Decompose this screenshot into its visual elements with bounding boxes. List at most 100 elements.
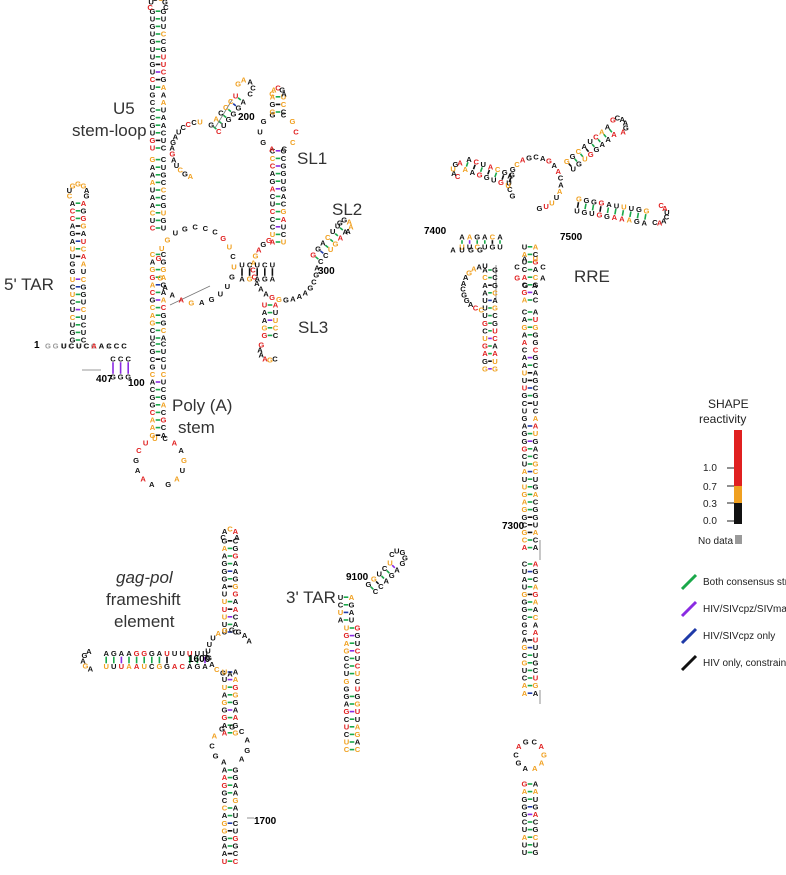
nucleotide: U	[281, 92, 287, 101]
nucleotide: G	[157, 274, 163, 283]
nucleotide: U	[257, 127, 263, 136]
nucleotide: C	[161, 303, 167, 312]
nucleotide: G	[150, 60, 156, 69]
nucleotide: U	[533, 674, 539, 683]
nucleotide: A	[134, 662, 140, 671]
nucleotide: G	[150, 318, 156, 327]
nucleotide: C	[533, 296, 539, 305]
nucleotide: A	[209, 660, 215, 669]
nucleotide: A	[281, 215, 287, 224]
nucleotide: G	[533, 338, 539, 347]
nucleotide: U	[222, 857, 228, 866]
nucleotide: G	[229, 626, 235, 635]
nucleotide: C	[482, 326, 488, 335]
nucleotide: G	[533, 391, 539, 400]
base-pair	[568, 163, 572, 167]
legend-tick-0-7: 0.7	[703, 482, 717, 493]
nucleotide: U	[70, 305, 76, 314]
nucleotide: C	[161, 68, 167, 77]
nucleotide: U	[150, 144, 156, 153]
nucleotide: U	[270, 230, 276, 239]
nucleotide: C	[533, 273, 539, 282]
nucleotide: C	[514, 160, 520, 169]
nucleotide: G	[161, 7, 167, 16]
base-pair	[324, 244, 329, 249]
nucleotide: C	[161, 370, 167, 379]
nucleotide: A	[522, 361, 528, 370]
nucleotide: A	[657, 219, 663, 228]
nucleotide: G	[267, 356, 273, 365]
nucleotide: U	[554, 193, 560, 202]
base-pair	[386, 570, 390, 574]
nucleotide: A	[119, 649, 125, 658]
nucleotide: U	[233, 811, 239, 820]
nucleotide: C	[281, 111, 287, 120]
nucleotide: C	[150, 208, 156, 217]
nucleotide: U	[492, 326, 498, 335]
nucleotide: G	[165, 236, 171, 245]
nucleotide: C	[150, 250, 156, 259]
nucleotide: G	[150, 393, 156, 402]
nucleotide: G	[233, 544, 239, 553]
nucleotide: U	[522, 848, 528, 857]
nucleotide: G	[344, 631, 350, 640]
position-1600: 1600	[188, 654, 211, 665]
position-200: 200	[238, 112, 255, 123]
base-pair	[232, 102, 237, 107]
nucleotide: G	[482, 342, 488, 351]
nucleotide: C	[522, 308, 528, 317]
nucleotide: A	[178, 296, 184, 305]
nucleotide: A	[661, 217, 667, 226]
nucleotide: U	[222, 675, 228, 684]
nucleotide: G	[262, 275, 268, 284]
nucleotide: U	[210, 634, 216, 643]
nucleotide: C	[150, 106, 156, 115]
nucleotide: A	[492, 349, 498, 358]
nucleotide: U	[281, 177, 287, 186]
nucleotide: G	[182, 169, 188, 178]
nucleotide: U	[570, 164, 576, 173]
nucleotide: G	[591, 197, 597, 206]
nucleotide: G	[533, 376, 539, 385]
nucleotide: A	[290, 295, 296, 304]
nucleotide: U	[143, 438, 149, 447]
nucleotide: U	[262, 301, 268, 310]
nucleotide: G	[283, 296, 289, 305]
nucleotide: C	[212, 228, 218, 237]
nucleotide: G	[533, 825, 539, 834]
nucleotide: A	[466, 155, 472, 164]
nucleotide: G	[522, 490, 528, 499]
nucleotide: G	[281, 146, 287, 155]
nucleotide: G	[162, 0, 168, 7]
nucleotide: C	[293, 127, 299, 136]
nucleotide: A	[242, 631, 248, 640]
nucleotide: G	[261, 117, 267, 126]
nucleotide: U	[153, 0, 159, 3]
nucleotide: G	[222, 713, 228, 722]
nucleotide: G	[213, 751, 219, 760]
nucleotide: A	[355, 722, 361, 731]
nucleotide: G	[522, 391, 528, 400]
nucleotide: U	[222, 597, 228, 606]
nucleotide: G	[581, 208, 587, 217]
nucleotide: A	[533, 422, 539, 431]
base-pair	[591, 143, 596, 148]
nucleotide: A	[254, 275, 260, 284]
nucleotide: A	[533, 308, 539, 317]
nucleotide: C	[281, 154, 287, 163]
nucleotide: G	[252, 252, 258, 261]
nucleotide: A	[600, 140, 606, 149]
nucleotide: A	[162, 283, 168, 292]
nucleotide: C	[220, 533, 226, 542]
nucleotide: G	[222, 574, 228, 583]
base-pair	[494, 172, 498, 178]
legend-tick-0-3: 0.3	[703, 499, 717, 510]
nucleotide: C	[239, 727, 245, 736]
nucleotide: G	[161, 311, 167, 320]
nucleotide: A	[188, 172, 194, 181]
nucleotide: C	[223, 103, 229, 112]
nucleotide: A	[492, 342, 498, 351]
nucleotide: G	[533, 658, 539, 667]
nucleotide: A	[507, 172, 513, 181]
